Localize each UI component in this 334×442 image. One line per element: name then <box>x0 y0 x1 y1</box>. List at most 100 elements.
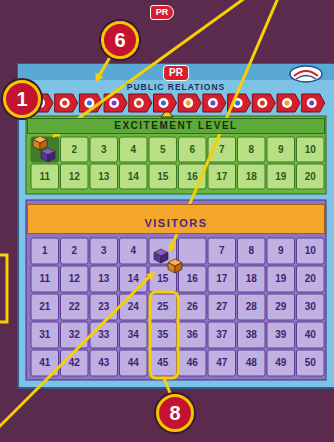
visitor-cell <box>297 238 325 264</box>
pr-icon <box>210 101 215 106</box>
node-text: VISITORS <box>142 218 209 229</box>
track-cell: 17 <box>208 164 236 189</box>
track-cell: 15 <box>149 266 177 292</box>
visitor-cell <box>238 350 266 376</box>
cell-number: 20 <box>304 274 317 284</box>
visitor-cell <box>208 294 236 320</box>
visitor-cell <box>149 322 177 348</box>
track-cell: 18 <box>238 266 266 292</box>
track-cell: 30 <box>297 294 325 320</box>
cell-number: 11 <box>38 274 51 284</box>
excitement-cell <box>297 164 325 189</box>
cell-number: 29 <box>274 302 287 312</box>
track-cell: 15 <box>149 164 177 189</box>
cell-number: 1 <box>41 246 49 256</box>
track-cell: 23 <box>90 294 118 320</box>
cell-number: 31 <box>38 330 51 340</box>
track-cell: 49 <box>267 350 295 376</box>
track-cell: 13 <box>90 164 118 189</box>
pr-icon <box>208 98 218 108</box>
excitement-cell <box>238 137 266 162</box>
cell-number: 3 <box>100 246 108 256</box>
cell-number: 4 <box>129 145 137 155</box>
cell-number: 9 <box>277 145 285 155</box>
section-band: VISITORS <box>27 204 325 234</box>
visitor-cell <box>179 238 207 264</box>
cell-number: 46 <box>186 358 199 368</box>
node-text: 1 <box>16 89 27 109</box>
pr-icon <box>60 98 70 108</box>
visitor-cell <box>120 350 148 376</box>
pr-icon <box>159 98 169 108</box>
visitor-cell <box>90 238 118 264</box>
visitor-cell <box>61 238 89 264</box>
track-cell: 14 <box>120 266 148 292</box>
cube <box>41 152 48 163</box>
cell-number: 7 <box>218 246 226 256</box>
tag-label: PR <box>150 5 174 20</box>
cell-number: 36 <box>186 330 199 340</box>
pr-icon <box>109 98 119 108</box>
track-section: PRPUBLIC RELATIONS <box>27 82 325 114</box>
track-cell: 11 <box>31 164 59 189</box>
cell-number: 11 <box>38 172 51 182</box>
cell-number: 13 <box>97 274 110 284</box>
cell-number: 16 <box>186 274 199 284</box>
cell-number: 4 <box>129 246 137 256</box>
excitement-cell <box>297 137 325 162</box>
cell-number: 3 <box>100 145 108 155</box>
excitement-cell <box>120 164 148 189</box>
track-cell: 24 <box>120 294 148 320</box>
visitor-cell <box>267 294 295 320</box>
cell-number: 12 <box>68 172 81 182</box>
track-cell: 12 <box>61 164 89 189</box>
visitor-cell <box>120 238 148 264</box>
callout-number: 6 <box>101 21 139 59</box>
track-cell: 26 <box>179 294 207 320</box>
pr-icon <box>134 98 144 108</box>
node-text: EXCITEMENT LEVEL <box>112 121 239 131</box>
cell-number: 49 <box>274 358 287 368</box>
visitor-cell <box>238 322 266 348</box>
track-cell: 1 <box>31 238 59 264</box>
callout-number: 8 <box>156 394 194 432</box>
connector-line <box>99 57 110 77</box>
visitor-cell <box>31 266 59 292</box>
visitor-cell <box>238 238 266 264</box>
cell-number: 23 <box>97 302 110 312</box>
track-cell: 2 <box>61 238 89 264</box>
excitement-cell <box>149 137 177 162</box>
track-cell: 10 <box>297 137 325 162</box>
cell-number: 5 <box>159 145 167 155</box>
track-cell: 9 <box>267 238 295 264</box>
visitor-cell <box>31 322 59 348</box>
cell-number: 27 <box>215 302 228 312</box>
visitor-cell <box>297 322 325 348</box>
section-title: PUBLIC RELATIONS <box>125 83 227 92</box>
track-cell: 48 <box>238 350 266 376</box>
cell-number: 18 <box>245 274 258 284</box>
visitor-cell <box>61 266 89 292</box>
track-cell: 37 <box>208 322 236 348</box>
excitement-cell <box>238 164 266 189</box>
visitor-cell <box>31 238 59 264</box>
pr-icon <box>282 98 292 108</box>
excitement-cell <box>267 137 295 162</box>
excitement-cell <box>31 137 59 162</box>
pr-icon <box>260 101 265 106</box>
board-header <box>18 64 334 80</box>
game-logo <box>290 66 322 82</box>
track-cell: 7 <box>208 137 236 162</box>
track-cell: 20 <box>297 164 325 189</box>
logo-text: PR <box>163 65 189 81</box>
excitement-cell <box>120 137 148 162</box>
cell-number: 8 <box>247 145 255 155</box>
cell-number: 2 <box>70 246 78 256</box>
excitement-cell <box>90 164 118 189</box>
visitor-cell <box>238 266 266 292</box>
visitor-cell <box>208 238 236 264</box>
visitor-cell <box>61 294 89 320</box>
visitor-cell <box>267 266 295 292</box>
track-cell: 20 <box>297 266 325 292</box>
cell-number: 34 <box>127 330 140 340</box>
